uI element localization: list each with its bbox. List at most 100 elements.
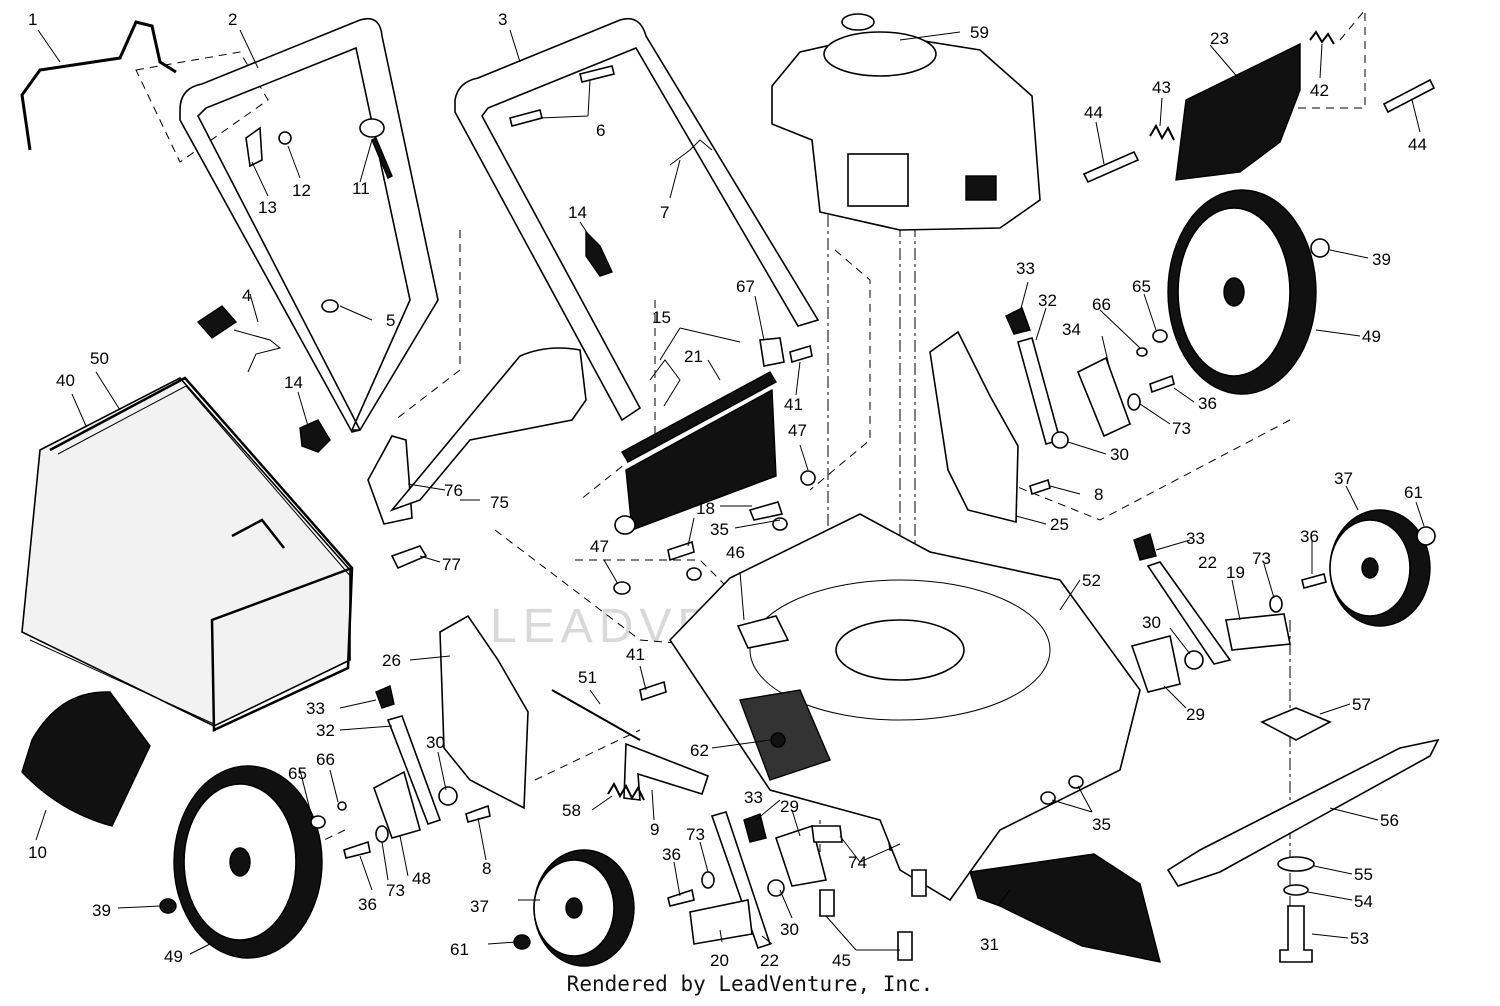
part-32-lever-lower — [386, 715, 442, 826]
part-33-grip-lower-left — [375, 685, 395, 709]
part-33-grip-upper-right — [1005, 307, 1031, 335]
callout-10: 10 — [28, 843, 47, 862]
callout-45: 45 — [832, 951, 851, 970]
part-15-hairpin — [649, 359, 681, 407]
part-55-washer — [1277, 856, 1315, 872]
part-52-deck — [668, 513, 1141, 902]
callout-30-right-upper: 30 — [1110, 445, 1129, 464]
part-74-clip-a — [811, 825, 843, 843]
part-49-rear-wheel-right — [1167, 189, 1317, 395]
part-45-bolt-a — [819, 889, 835, 917]
part-46-baffle — [736, 615, 790, 649]
callout-42: 42 — [1310, 81, 1329, 100]
callout-55: 55 — [1354, 865, 1373, 884]
callout-66-left: 66 — [316, 750, 335, 769]
part-44-rod-left — [1082, 150, 1140, 184]
part-7-cable — [669, 139, 713, 166]
part-4-cable-guide — [196, 305, 282, 373]
callout-25: 25 — [1050, 515, 1069, 534]
callout-33-bottom: 33 — [744, 788, 763, 807]
part-22-lever-right — [1146, 561, 1232, 665]
callout-73-bottom: 73 — [686, 825, 705, 844]
callout-14-upper: 14 — [568, 203, 587, 222]
part-33-grip-bottom — [743, 813, 767, 843]
callout-44-left: 44 — [1084, 103, 1103, 122]
callout-61-left: 61 — [450, 940, 469, 959]
part-1-wire-handle — [20, 20, 177, 151]
callout-53: 53 — [1350, 929, 1369, 948]
callout-23: 23 — [1210, 29, 1229, 48]
callout-36-right-upper: 36 — [1198, 394, 1217, 413]
callout-13: 13 — [258, 198, 277, 217]
callout-41-upper: 41 — [784, 395, 803, 414]
callout-58: 58 — [562, 801, 581, 820]
callout-18: 18 — [696, 499, 715, 518]
callout-32-right: 32 — [1038, 291, 1057, 310]
part-3-lower-handle — [454, 17, 820, 422]
callout-65-left: 65 — [288, 764, 307, 783]
callout-35-center: 35 — [710, 520, 729, 539]
callout-33-left: 33 — [306, 699, 325, 718]
callout-40: 40 — [56, 371, 75, 390]
part-40-catcher-bag — [21, 377, 353, 727]
callout-33-right: 33 — [1186, 529, 1205, 548]
callout-1: 1 — [28, 10, 37, 29]
callout-20: 20 — [710, 951, 729, 970]
callout-66-right: 66 — [1092, 295, 1111, 314]
callout-11: 11 — [352, 179, 370, 198]
callout-15: 15 — [652, 308, 671, 327]
callout-29-right: 29 — [1186, 705, 1205, 724]
callout-44-right: 44 — [1408, 135, 1427, 154]
part-37-front-wheel-right — [1329, 509, 1431, 627]
callout-59: 59 — [970, 23, 989, 42]
callout-7: 7 — [660, 203, 669, 222]
part-26-height-adjuster — [439, 614, 529, 810]
callout-30-left: 30 — [426, 733, 445, 752]
callout-21: 21 — [684, 347, 703, 366]
callout-26: 26 — [382, 651, 401, 670]
part-6-bolt-b — [509, 109, 543, 127]
callout-9: 9 — [650, 820, 659, 839]
callout-74: 74 — [848, 853, 867, 872]
callout-37-right: 37 — [1334, 469, 1353, 488]
part-37-front-wheel-left — [533, 849, 635, 967]
part-51-rod — [551, 689, 641, 741]
callout-2: 2 — [228, 10, 237, 29]
callout-8-left: 8 — [482, 859, 491, 878]
callout-22-bottom: 22 — [760, 951, 779, 970]
callout-22-right: 22 — [1198, 553, 1217, 572]
part-29-axle-plate-right — [1130, 635, 1181, 693]
callout-labels: 1 2 3 4 5 6 7 8 8 9 10 11 12 13 14 14 15… — [28, 10, 1427, 970]
part-19-bracket — [1225, 613, 1291, 651]
part-53-blade-bolt — [1279, 905, 1313, 963]
part-76-hinge-bracket — [367, 435, 413, 525]
callout-34: 34 — [1062, 320, 1081, 339]
callout-65-right: 65 — [1132, 277, 1151, 296]
part-77-bolt — [390, 545, 428, 570]
callout-33-upper-right: 33 — [1016, 259, 1035, 278]
part-23-rear-door — [1175, 42, 1301, 181]
callout-54: 54 — [1354, 892, 1373, 911]
callout-32-left: 32 — [316, 721, 335, 740]
callout-50: 50 — [90, 349, 109, 368]
callout-41-lower: 41 — [626, 645, 645, 664]
callout-62: 62 — [690, 741, 709, 760]
part-10-rear-cover — [21, 691, 151, 827]
callout-5: 5 — [386, 311, 395, 330]
callout-37-left: 37 — [470, 897, 489, 916]
part-50-catcher-frame — [49, 376, 354, 732]
callout-4: 4 — [242, 286, 251, 305]
leader-lines — [35, 29, 1425, 955]
callout-30-right-lower: 30 — [1142, 613, 1161, 632]
part-75-rear-flap — [389, 347, 587, 512]
part-67-cable-clip — [759, 337, 785, 367]
part-31-side-discharge-cover — [969, 853, 1161, 963]
callout-8-right: 8 — [1094, 485, 1103, 504]
callout-49-left: 49 — [164, 947, 183, 966]
part-11-control-knob — [359, 118, 393, 179]
callout-39-right: 39 — [1372, 250, 1391, 269]
part-33-grip-right — [1133, 533, 1157, 561]
part-13-clip — [245, 126, 263, 168]
callout-30-bottom: 30 — [780, 920, 799, 939]
